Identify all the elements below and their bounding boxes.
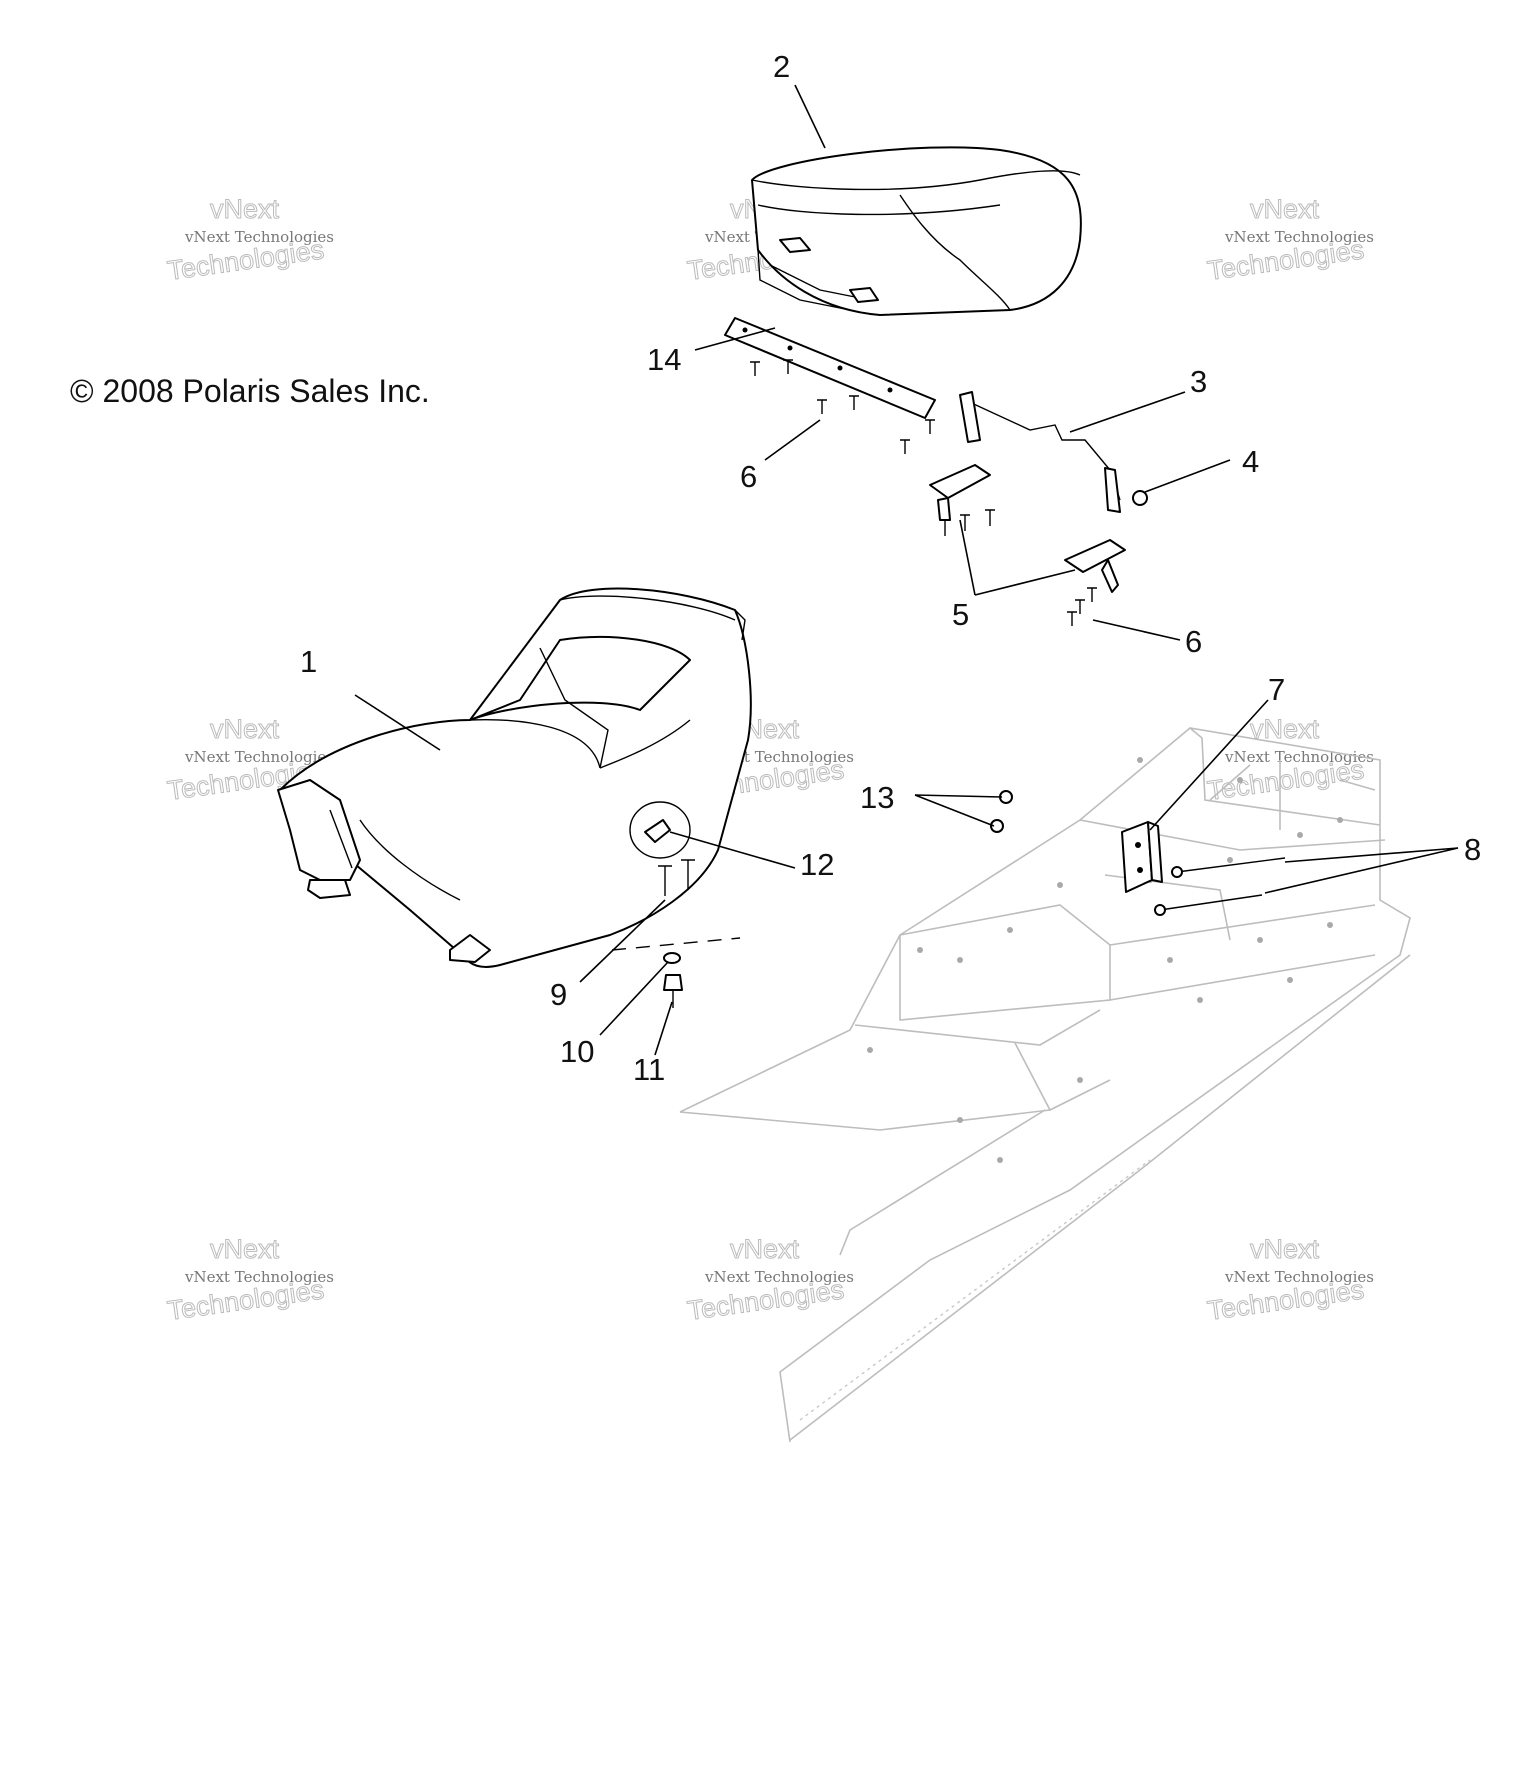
seat-brackets [929,464,1126,593]
callout-12: 12 [800,847,834,882]
rivet [1257,937,1263,943]
rivet [1167,957,1173,963]
shoulder-bolt [663,974,683,991]
callout-1: 1 [300,644,317,679]
svg-text:vNext Technologies: vNext Technologies [184,1268,334,1286]
seat-latch [644,819,671,843]
watermark: vNext Technologies vNext Technologies [685,1234,854,1327]
callout-4: 4 [1242,444,1259,479]
svg-text:vNext Technologies: vNext Technologies [704,1268,854,1286]
callout-13: 13 [860,780,894,815]
svg-text:vNext: vNext [210,1234,280,1264]
svg-text:vNext: vNext [210,714,280,744]
rivet [917,947,923,953]
rivet [1297,832,1303,838]
copyright-text: © 2008 Polaris Sales Inc. [70,373,430,409]
callout-10: 10 [560,1034,594,1069]
callout-9: 9 [550,977,567,1012]
svg-text:vNext: vNext [730,1234,800,1264]
bolts [1154,857,1286,916]
rivet [867,1047,873,1053]
callout-11: 11 [633,1052,665,1087]
callout-14: 14 [647,342,681,377]
leader-lines [354,84,1459,1056]
rivet [1287,977,1293,983]
seat-latch-knob [1132,490,1148,506]
rivet [1007,927,1013,933]
svg-text:vNext: vNext [1250,1234,1320,1264]
rivet [1237,777,1243,783]
rivet [957,1117,963,1123]
seat-strap-plate [724,317,936,419]
watermark: vNext Technologies vNext Technologies [165,194,334,287]
callout-6-upper: 6 [740,459,757,494]
watermark: vNext Technologies vNext Technologies [1205,194,1374,287]
rivet [1327,922,1333,928]
watermark: vNext Technologies vNext Technologies [1205,1234,1374,1327]
screws [750,359,1097,626]
main-seat [277,587,752,968]
callout-8: 8 [1464,832,1481,867]
hinge-bracket [1121,821,1163,893]
watermark: vNext Technologies vNext Technologies [1205,714,1374,807]
svg-text:vNext Technologies: vNext Technologies [184,748,334,766]
rivet [1227,857,1233,863]
rivet [1077,1077,1083,1083]
rivet [1337,817,1343,823]
passenger-seat [751,146,1082,316]
rivet [1137,757,1143,763]
watermark: vNext Technologies vNext Technologies [165,1234,334,1327]
callout-3: 3 [1190,364,1207,399]
callout-5: 5 [952,597,969,632]
rivet [1057,882,1063,888]
svg-text:vNext Technologies: vNext Technologies [1224,748,1374,766]
svg-text:vNext Technologies: vNext Technologies [1224,228,1374,246]
washer [663,952,681,964]
svg-text:vNext: vNext [1250,194,1320,224]
fasteners [658,859,695,1008]
rivet [1197,997,1203,1003]
svg-text:vNext: vNext [210,194,280,224]
rivet [957,957,963,963]
rivet [997,1157,1003,1163]
seat-latch-rod [959,391,1121,513]
callout-6-lower: 6 [1185,624,1202,659]
callouts: 2 14 3 4 6 5 6 7 8 13 1 12 9 10 11 [300,49,1481,1087]
callout-7: 7 [1268,672,1285,707]
svg-text:vNext Technologies: vNext Technologies [1224,1268,1374,1286]
callout-2: 2 [773,49,790,84]
svg-text:vNext Technologies: vNext Technologies [184,228,334,246]
chassis-frame [679,727,1411,1443]
